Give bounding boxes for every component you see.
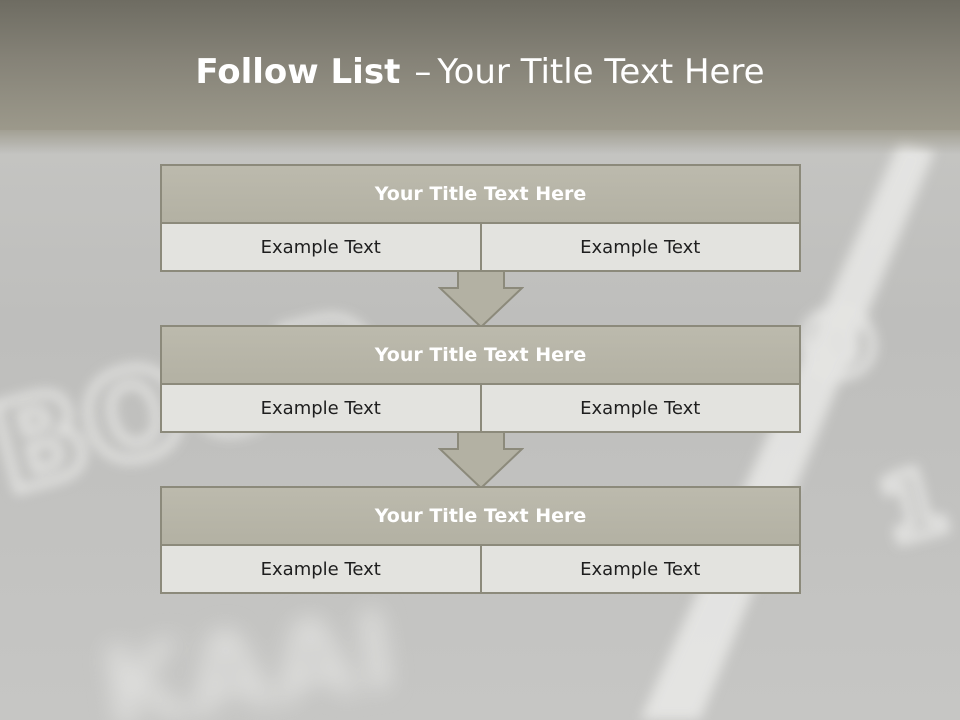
- list-block-2: Your Title Text Here Example Text Exampl…: [160, 325, 801, 433]
- down-arrow-icon: [438, 270, 524, 328]
- title-band: [0, 0, 960, 154]
- block-row: Example Text Example Text: [162, 546, 799, 592]
- list-block-3: Your Title Text Here Example Text Exampl…: [160, 486, 801, 594]
- slide-title: Follow List–Your Title Text Here: [0, 52, 960, 92]
- block-title: Your Title Text Here: [162, 327, 799, 385]
- block-cell-left: Example Text: [162, 385, 480, 431]
- svg-text:KAAI: KAAI: [93, 585, 404, 720]
- block-title: Your Title Text Here: [162, 488, 799, 546]
- block-cell-right: Example Text: [479, 546, 799, 592]
- block-title: Your Title Text Here: [162, 166, 799, 224]
- block-cell-left: Example Text: [162, 224, 480, 270]
- block-cell-right: Example Text: [479, 385, 799, 431]
- list-block-1: Your Title Text Here Example Text Exampl…: [160, 164, 801, 272]
- block-cell-right: Example Text: [479, 224, 799, 270]
- block-row: Example Text Example Text: [162, 224, 799, 270]
- slide-title-main: Follow List: [195, 52, 401, 92]
- block-cell-left: Example Text: [162, 546, 480, 592]
- down-arrow-icon: [438, 431, 524, 489]
- slide-title-sub: Your Title Text Here: [437, 52, 765, 92]
- svg-text:1: 1: [870, 447, 958, 565]
- slide-title-dash: –: [414, 52, 432, 92]
- block-row: Example Text Example Text: [162, 385, 799, 431]
